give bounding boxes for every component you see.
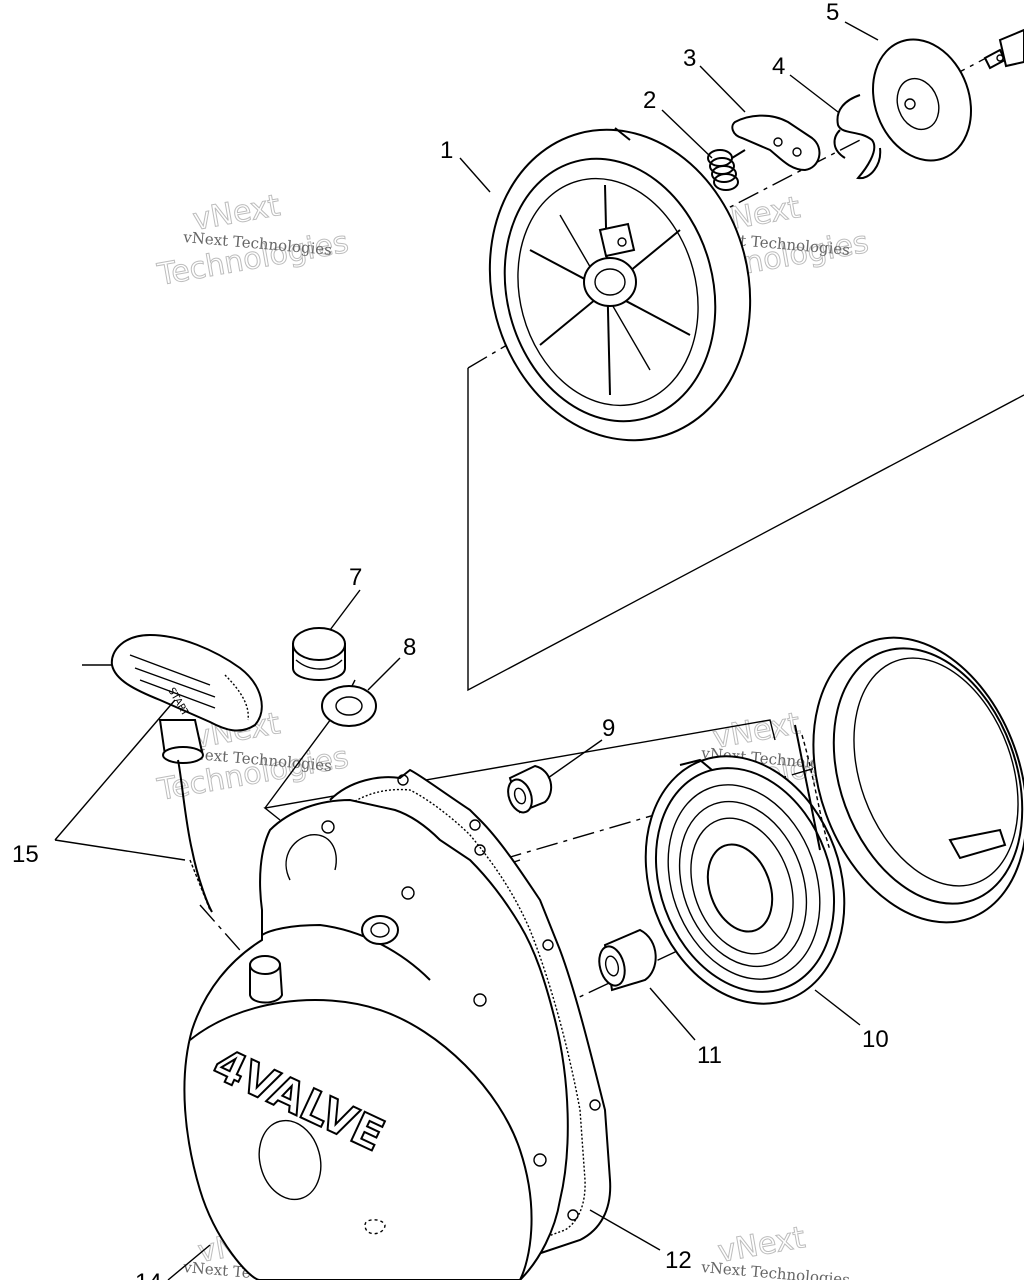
- leader-lines: [54, 21, 879, 1281]
- part-15-handle-rope: START: [82, 633, 263, 913]
- part-8-washer: [321, 685, 377, 727]
- watermark-group-top-left: vNext Technologies vNext Technologies: [154, 188, 352, 294]
- part-1-pulley: [488, 127, 752, 442]
- recoil-cover: 4VALVE: [183, 798, 569, 1281]
- callout-numbers: 1 2 3 4 5 7 8 9 10 11 12 14 15: [12, 0, 889, 1285]
- part-10-recoil-spring: [644, 755, 846, 1005]
- part-4-clip: [833, 94, 882, 180]
- watermark-small: vNext Technologies: [700, 1258, 851, 1280]
- callout-3: 3: [683, 45, 696, 72]
- watermark-group-bottom-right: vNext vNext Technologies: [700, 1220, 851, 1285]
- callout-4: 4: [772, 53, 785, 80]
- callout-15: 15: [12, 841, 39, 868]
- callout-12: 12: [665, 1247, 692, 1274]
- callout-5: 5: [826, 0, 839, 26]
- bolt: [983, 28, 1024, 70]
- part-9-bushing: [507, 764, 553, 814]
- callout-14: 14: [135, 1269, 162, 1280]
- part-11-bushing: [598, 928, 657, 992]
- callout-2: 2: [643, 87, 656, 114]
- recoil-housing-ring: [794, 636, 1024, 924]
- part-3-pawl: [731, 114, 821, 172]
- part-7-cap: [292, 627, 346, 681]
- callout-7: 7: [349, 564, 362, 591]
- callout-8: 8: [403, 634, 416, 661]
- callout-11: 11: [697, 1042, 722, 1069]
- part-2-spring: [707, 149, 746, 191]
- callout-1: 1: [440, 137, 453, 164]
- callout-10: 10: [862, 1026, 889, 1053]
- callout-9: 9: [602, 715, 615, 742]
- part-5-plate: [872, 38, 972, 162]
